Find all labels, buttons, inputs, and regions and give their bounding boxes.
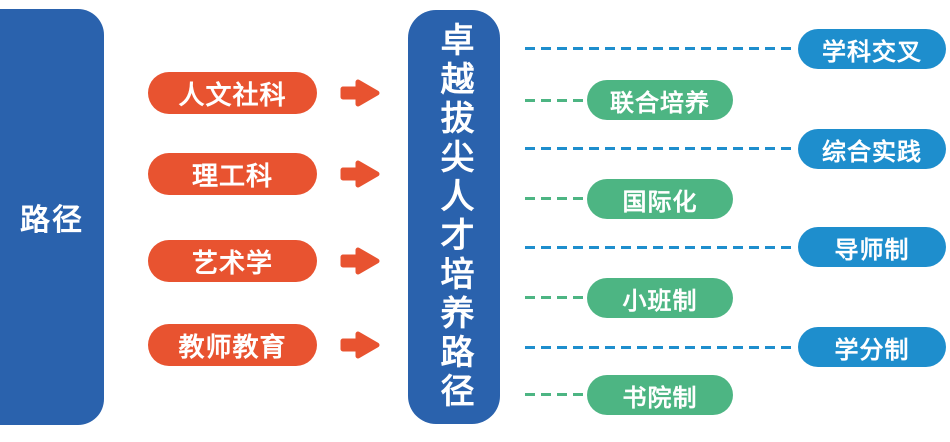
dashed-connector-blue — [525, 346, 793, 349]
dashed-connector-green — [525, 296, 583, 299]
center-pathway-block: 卓越拔尖人才培养路径 — [408, 10, 500, 424]
source-pill-teacher-education: 教师教育 — [148, 324, 317, 366]
dashed-connector-green — [525, 393, 583, 396]
dashed-connector-blue — [525, 246, 793, 249]
right-arrow-icon — [339, 245, 381, 277]
outcome-pill-credit-system: 学分制 — [798, 327, 946, 367]
right-arrow-icon — [339, 158, 381, 190]
outcome-pill-internationalization: 国际化 — [587, 179, 733, 219]
source-pill-stem: 理工科 — [148, 153, 317, 195]
outcome-pill-comprehensive-practice: 综合实践 — [798, 129, 946, 169]
right-arrow-icon — [339, 329, 381, 361]
right-arrow-icon — [339, 77, 381, 109]
left-path-label: 路径 — [20, 204, 84, 237]
dashed-connector-green — [525, 197, 583, 200]
dashed-connector-blue — [525, 47, 793, 50]
left-path-block: 路径 — [0, 9, 104, 425]
dashed-connector-green — [525, 99, 583, 102]
outcome-pill-small-class-system: 小班制 — [587, 278, 733, 318]
center-pathway-label: 卓越拔尖人才培养路径 — [435, 22, 473, 412]
outcome-pill-mentor-system: 导师制 — [798, 227, 946, 267]
dashed-connector-blue — [525, 147, 793, 150]
outcome-pill-interdisciplinary: 学科交叉 — [798, 29, 946, 69]
source-pill-arts: 艺术学 — [148, 240, 317, 282]
outcome-pill-academy-system: 书院制 — [587, 375, 733, 415]
outcome-pill-joint-training: 联合培养 — [587, 80, 733, 120]
source-pill-humanities: 人文社科 — [148, 72, 317, 114]
